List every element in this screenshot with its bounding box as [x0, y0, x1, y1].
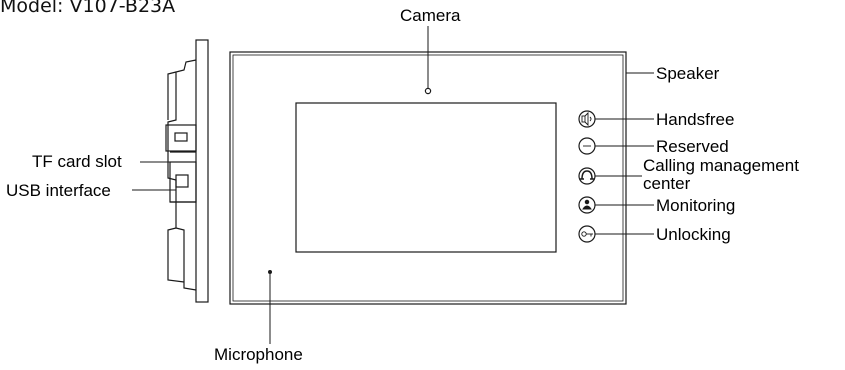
side-view	[165, 39, 209, 303]
side-view-body	[167, 59, 197, 291]
side-view-frame	[195, 39, 209, 303]
label-calling-line2: center	[643, 174, 691, 193]
label-usb-interface: USB interface	[6, 181, 111, 200]
leader-lines	[132, 26, 654, 344]
side-view-upper-step	[167, 71, 177, 120]
device-bezel-inner	[232, 54, 624, 302]
monitoring-button	[578, 196, 596, 214]
microphone-hole	[268, 270, 273, 275]
label-monitoring: Monitoring	[656, 196, 736, 215]
camera-lens	[424, 87, 432, 95]
label-tf-card-slot: TF card slot	[32, 152, 122, 171]
label-handsfree: Handsfree	[656, 110, 735, 129]
tf-card-slot-port	[165, 124, 197, 152]
usb-interface-opening	[175, 174, 189, 188]
label-speaker: Speaker	[656, 64, 720, 83]
speaker-volume-icon	[581, 111, 592, 127]
label-unlocking: Unlocking	[656, 225, 731, 244]
label-microphone: Microphone	[214, 345, 303, 364]
label-reserved: Reserved	[656, 137, 729, 156]
device-screen	[295, 102, 557, 253]
speaker-leader	[625, 52, 654, 74]
tf-card-slot-opening	[174, 132, 188, 142]
label-calling-line1: Calling management	[643, 156, 799, 175]
key-icon	[581, 231, 593, 237]
person-icon	[582, 199, 592, 210]
label-camera: Camera	[400, 6, 461, 25]
usb-interface-port	[169, 161, 197, 203]
front-view	[229, 51, 627, 305]
phone-handset-icon	[580, 170, 594, 180]
model-title: Model: V107-B23A	[0, 0, 176, 17]
device-bezel	[229, 51, 627, 305]
side-view-lower-step	[167, 227, 185, 283]
